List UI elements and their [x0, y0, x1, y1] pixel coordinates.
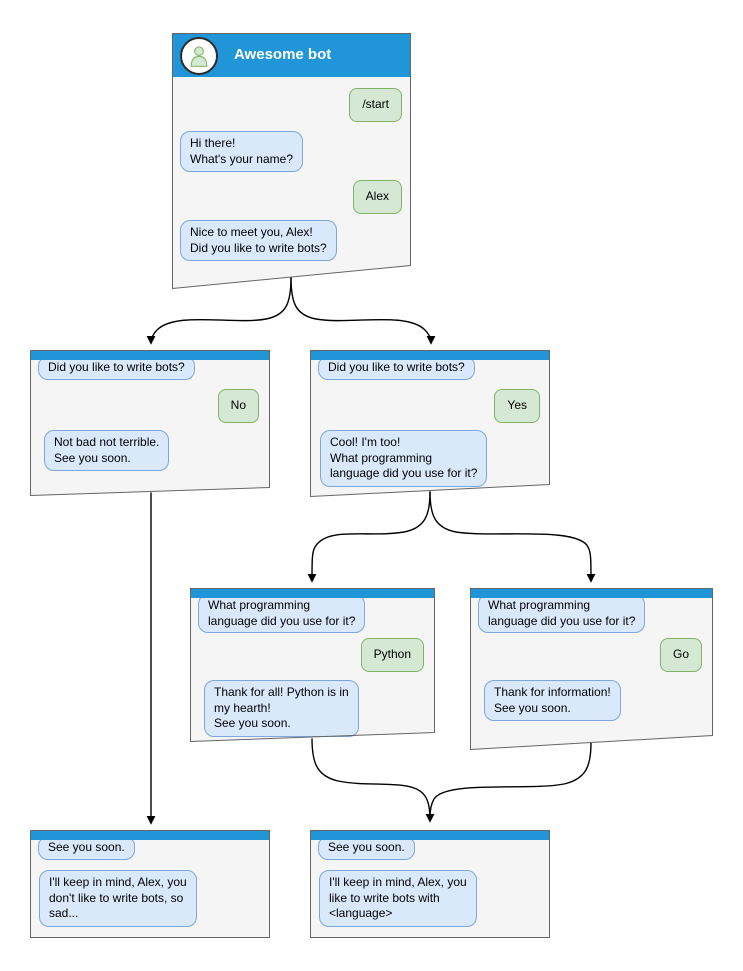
edge-yes-to-go: [429, 491, 596, 583]
bot-message-bubble: Hi there! What's your name?: [180, 131, 304, 173]
user-message-bubble: No: [217, 389, 259, 423]
edge-python-to-end: [311, 738, 435, 823]
chat-title: Awesome bot: [234, 46, 332, 63]
avatar: [180, 37, 218, 75]
chat-window-branch-yes: Did you like to write bots? Yes Cool! I'…: [310, 350, 550, 497]
bot-message-bubble: Thank for information! See you soon.: [484, 680, 621, 722]
chat-header-strip: [31, 831, 269, 840]
chat-header-strip: [311, 831, 549, 840]
user-message-bubble: Go: [659, 638, 702, 672]
user-message-bubble: /start: [349, 88, 402, 122]
bot-message-bubble: What programming language did you use fo…: [478, 594, 646, 634]
chat-header-strip: [311, 351, 549, 360]
chat-window-branch-python: What programming language did you use fo…: [190, 588, 435, 742]
bot-message-bubble: Cool! I'm too! What programming language…: [320, 430, 488, 487]
chat-window-branch-go: What programming language did you use fo…: [470, 588, 713, 750]
edge-main-to-no: [146, 276, 292, 345]
chat-window-end-no: See you soon. I'll keep in mind, Alex, y…: [30, 830, 270, 938]
user-message-bubble: Yes: [494, 389, 540, 423]
bot-message-bubble: Not bad not terrible. See you soon.: [44, 430, 170, 472]
edge-go-to-end: [429, 742, 592, 819]
edge-yes-to-python: [307, 491, 431, 583]
bot-message-bubble: I'll keep in mind, Alex, you like to wri…: [319, 870, 477, 927]
chat-header-strip: [191, 589, 434, 598]
user-message-bubble: Python: [360, 638, 424, 672]
chat-window-end-yes: See you soon. I'll keep in mind, Alex, y…: [310, 830, 550, 938]
chat-header-strip: [471, 589, 712, 598]
user-message-bubble: Alex: [352, 180, 402, 214]
chat-window-branch-no: Did you like to write bots? No Not bad n…: [30, 350, 270, 496]
edge-main-to-yes: [290, 276, 436, 345]
chat-header-strip: [31, 351, 269, 360]
bot-message-bubble: Thank for all! Python is in my hearth! S…: [204, 680, 359, 737]
chat-window-main: Awesome bot /start Hi there! What's your…: [172, 33, 411, 289]
bot-message-bubble: I'll keep in mind, Alex, you don't like …: [39, 870, 197, 927]
person-icon: [190, 46, 208, 67]
bot-message-bubble: Nice to meet you, Alex! Did you like to …: [180, 220, 337, 262]
bot-message-bubble: What programming language did you use fo…: [198, 594, 366, 634]
